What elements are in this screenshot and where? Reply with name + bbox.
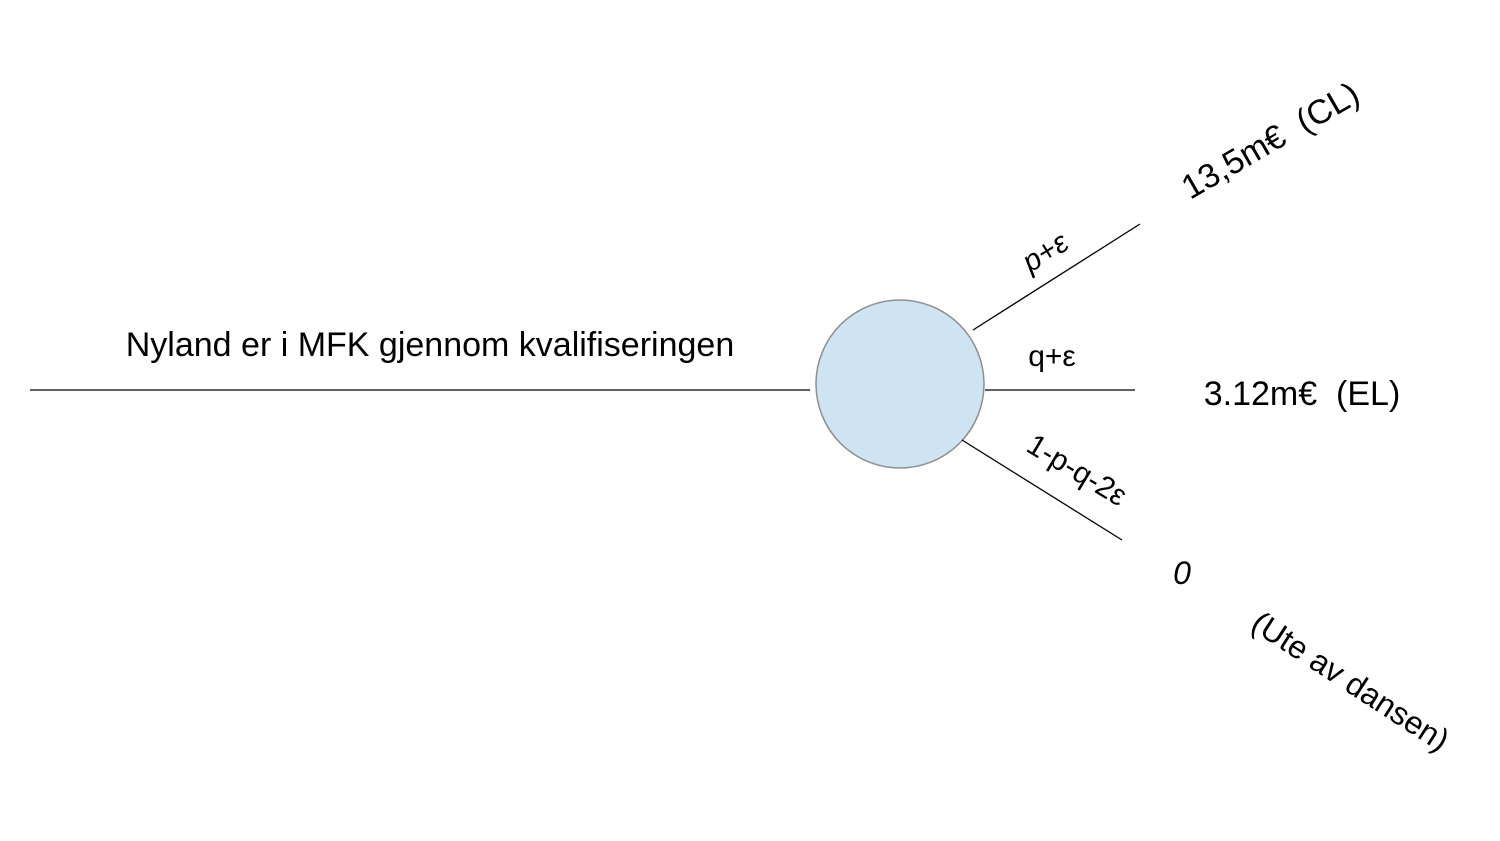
- branch-line-out: [961, 439, 1123, 541]
- chance-node: [815, 299, 985, 469]
- probability-el: q+ε: [1028, 340, 1076, 373]
- outcome-el: 3.12m€ (EL): [1204, 375, 1401, 413]
- outcome-cl: 13,5m€ (CL): [1175, 75, 1366, 207]
- branch-line-cl: [972, 223, 1141, 331]
- root-label: Nyland er i MFK gjennom kvalifiseringen: [126, 326, 734, 364]
- outcome-out-note: (Ute av dansen): [1245, 604, 1456, 758]
- probability-out: 1-p-q-2ε: [1021, 428, 1132, 513]
- outcome-out: 0: [1173, 555, 1191, 591]
